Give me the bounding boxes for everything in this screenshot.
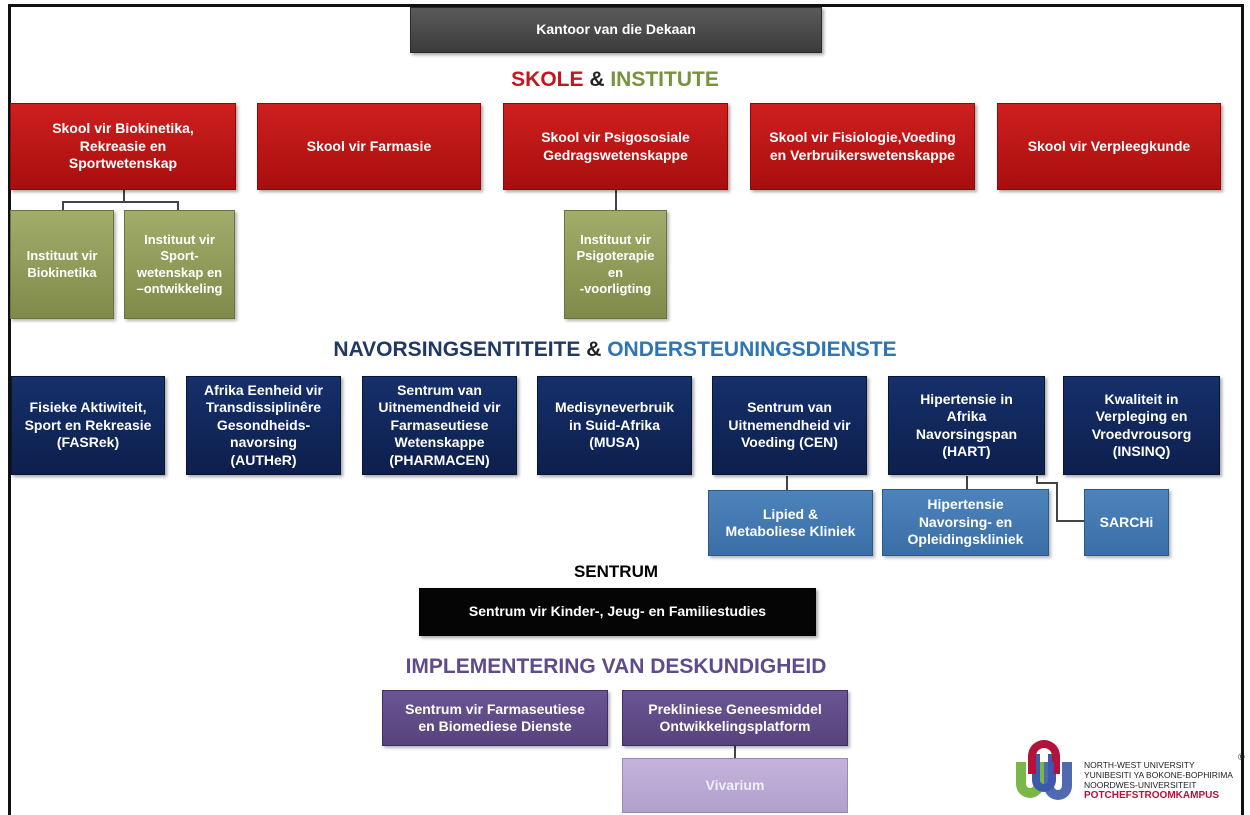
schools-institutes-heading: SKOLE & INSTITUTE: [0, 68, 1230, 92]
school-label: Skool vir Psigososiale Gedragswetenskapp…: [541, 129, 690, 163]
expertise-label: Vivarium: [705, 776, 765, 793]
connector-line: [62, 201, 64, 210]
schools-heading-part2: INSTITUTE: [610, 68, 719, 91]
logo-line-1: NORTH-WEST UNIVERSITY: [1084, 760, 1195, 770]
university-logo-icon: [1016, 740, 1072, 800]
research-heading-amp: &: [580, 338, 608, 361]
connector-line: [734, 746, 736, 758]
research-heading-part2: ONDERSTEUNINGSDIENSTE: [607, 338, 897, 361]
logo-text: NORTH-WEST UNIVERSITY YUNIBESITI YA BOKO…: [1084, 760, 1233, 802]
research-entity-label: Sentrum van Uitnemendheid vir Farmaseuti…: [378, 381, 501, 468]
centre-heading-text: SENTRUM: [573, 562, 659, 581]
expertise-label: Sentrum vir Farmaseutiese en Biomediese …: [405, 700, 585, 735]
school-box: Skool vir Verpleegkunde: [997, 103, 1221, 190]
school-label: Skool vir Biokinetika, Rekreasie en Spor…: [52, 120, 194, 172]
school-label: Skool vir Fisiologie,Voeding en Verbruik…: [769, 129, 956, 163]
expertise-box: Vivarium: [622, 758, 848, 813]
research-entity-label: Afrika Eenheid vir Transdissiplinêre Ges…: [203, 381, 324, 468]
connector-line: [966, 476, 968, 489]
research-entity-box: Hipertensie in Afrika Navorsingspan (HAR…: [888, 376, 1045, 475]
institute-box: Instituut vir Psigoterapie en -voorligti…: [564, 210, 667, 319]
connector-line: [615, 190, 617, 210]
research-entity-box: Afrika Eenheid vir Transdissiplinêre Ges…: [186, 376, 341, 475]
school-label: Skool vir Farmasie: [306, 137, 432, 154]
research-entity-box: Sentrum van Uitnemendheid vir Farmaseuti…: [362, 376, 517, 475]
connector-line: [786, 476, 788, 490]
institute-label: Instituut vir Psigoterapie en -voorligti…: [576, 232, 655, 296]
logo-line-3: NOORDWES-UNIVERSITEIT: [1084, 780, 1197, 790]
expertise-heading-text: IMPLEMENTERING VAN DESKUNDIGHEID: [405, 655, 827, 678]
connector-line: [1056, 482, 1058, 522]
institute-box: Instituut vir Sport- wetenskap en –ontwi…: [124, 210, 235, 319]
research-entity-label: Sentrum van Uitnemendheid vir Voeding (C…: [728, 399, 851, 451]
support-service-box: SARCHi: [1084, 489, 1169, 556]
research-entity-label: Kwaliteit in Verpleging en Vroedvrousorg…: [1091, 390, 1192, 460]
logo-line-2: YUNIBESITI YA BOKONE-BOPHIRIMA: [1084, 770, 1233, 780]
schools-heading-amp: &: [583, 68, 611, 91]
registered-mark: ®: [1238, 752, 1245, 762]
school-label: Skool vir Verpleegkunde: [1027, 137, 1191, 154]
research-entity-label: Hipertensie in Afrika Navorsingspan (HAR…: [915, 390, 1018, 460]
connector-line: [177, 201, 179, 210]
support-service-label: Hipertensie Navorsing- en Opleidingsklin…: [907, 496, 1024, 548]
expertise-heading: IMPLEMENTERING VAN DESKUNDIGHEID: [350, 655, 882, 679]
dean-office-label: Kantoor van die Dekaan: [536, 21, 696, 38]
support-service-label: Lipied & Metaboliese Kliniek: [725, 505, 856, 540]
school-box: Skool vir Psigososiale Gedragswetenskapp…: [503, 103, 728, 190]
support-service-label: SARCHi: [1099, 513, 1154, 530]
support-service-box: Hipertensie Navorsing- en Opleidingsklin…: [882, 489, 1049, 556]
connector-line: [1036, 482, 1058, 484]
research-heading-part1: NAVORSINGSENTITEITE: [333, 338, 581, 361]
connector-line: [62, 201, 179, 203]
connector-line: [1036, 476, 1038, 483]
research-entity-box: Sentrum van Uitnemendheid vir Voeding (C…: [712, 376, 867, 475]
logo-line-4: POTCHEFSTROOMKAMPUS: [1084, 790, 1219, 801]
schools-heading-part1: SKOLE: [511, 68, 584, 91]
research-entity-box: Fisieke Aktiwiteit, Sport en Rekreasie (…: [11, 376, 165, 475]
institute-box: Instituut vir Biokinetika: [10, 210, 114, 319]
research-entity-label: Medisyneverbruik in Suid-Afrika (MUSA): [554, 399, 675, 451]
research-entity-box: Kwaliteit in Verpleging en Vroedvrousorg…: [1063, 376, 1220, 475]
school-box: Skool vir Farmasie: [257, 103, 481, 190]
expertise-box: Prekliniese Geneesmiddel Ontwikkelingspl…: [622, 690, 848, 746]
school-box: Skool vir Biokinetika, Rekreasie en Spor…: [10, 103, 236, 190]
centre-label: Sentrum vir Kinder-, Jeug- en Familiestu…: [468, 603, 767, 620]
centre-box: Sentrum vir Kinder-, Jeug- en Familiestu…: [419, 588, 816, 636]
school-box: Skool vir Fisiologie,Voeding en Verbruik…: [750, 103, 975, 190]
dean-office-box: Kantoor van die Dekaan: [410, 7, 822, 53]
centre-heading: SENTRUM: [500, 562, 732, 582]
expertise-box: Sentrum vir Farmaseutiese en Biomediese …: [382, 690, 608, 746]
connector-line: [123, 190, 125, 202]
research-entity-label: Fisieke Aktiwiteit, Sport en Rekreasie (…: [24, 399, 152, 451]
expertise-label: Prekliniese Geneesmiddel Ontwikkelingspl…: [648, 700, 822, 735]
research-support-heading: NAVORSINGSENTITEITE & ONDERSTEUNINGSDIEN…: [0, 338, 1230, 362]
support-service-box: Lipied & Metaboliese Kliniek: [708, 490, 873, 556]
page-frame: [8, 4, 1244, 815]
research-entity-box: Medisyneverbruik in Suid-Afrika (MUSA): [537, 376, 692, 475]
institute-label: Instituut vir Biokinetika: [26, 248, 98, 280]
connector-line: [1056, 520, 1084, 522]
institute-label: Instituut vir Sport- wetenskap en –ontwi…: [136, 232, 223, 296]
